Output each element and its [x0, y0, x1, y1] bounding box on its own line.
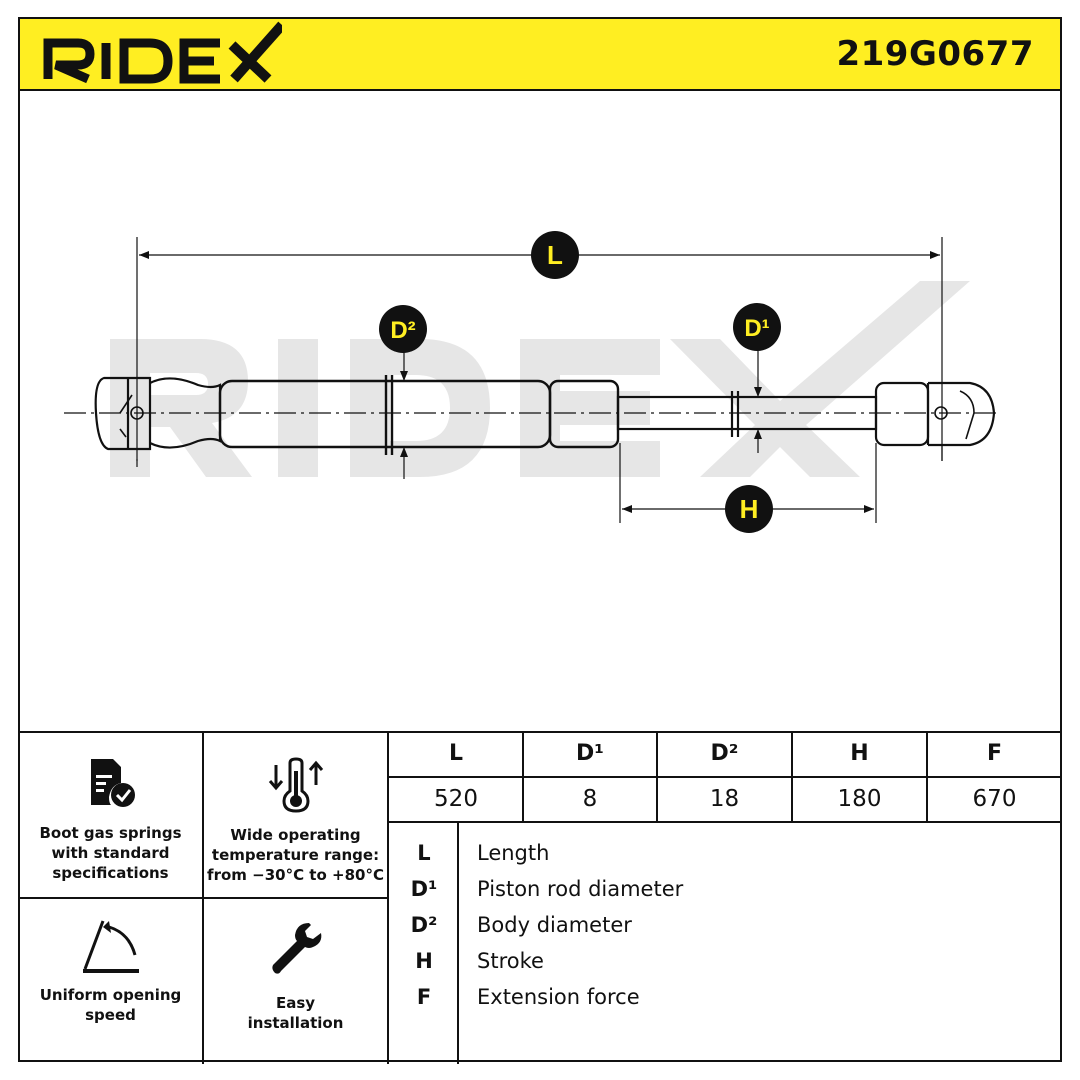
sheet-frame [18, 17, 1062, 1062]
feature-text-line: Boot gas springs [39, 824, 182, 842]
info-panel: Boot gas springs with standard specifica… [18, 731, 1062, 1064]
divider [522, 733, 524, 822]
legend-label: Stroke [477, 949, 544, 973]
legend-key: L [417, 841, 431, 865]
divider [926, 733, 928, 822]
legend-key: D¹ [410, 877, 438, 901]
legend-label: Body diameter [477, 913, 632, 937]
feature-easy-installation: Easy installation [203, 899, 388, 1064]
feature-text-line: installation [247, 1014, 344, 1032]
spec-header: D¹ [576, 741, 604, 766]
legend-key: H [415, 949, 433, 973]
document-check-icon [90, 759, 135, 807]
badge-L-label: L [547, 240, 563, 270]
divider [387, 733, 389, 1064]
gas-spring-drawing: L D² D¹ H [64, 231, 998, 533]
divider [389, 776, 1062, 778]
divider [18, 897, 388, 899]
feature-standard-specs: Boot gas springs with standard specifica… [18, 733, 203, 898]
badge-D1-label: D¹ [744, 315, 769, 342]
divider [389, 821, 1062, 823]
badge-L: L [531, 231, 579, 279]
spec-header: H [850, 741, 869, 766]
spec-value: 670 [972, 786, 1017, 812]
legend-key: F [416, 985, 432, 1009]
feature-text-line: temperature range: [211, 846, 380, 864]
spec-value: 520 [434, 786, 478, 812]
legend: L Length D¹ Piston rod diameter D² Body … [389, 823, 1062, 1064]
feature-uniform-opening: Uniform opening speed [18, 899, 203, 1064]
feature-text-line: with standard [51, 844, 170, 862]
feature-text-line: from −30°C to +80°C [207, 866, 384, 884]
part-number: 219G0677 [836, 34, 1034, 74]
wrench-icon [271, 923, 321, 974]
spec-header: F [986, 741, 1003, 766]
spec-header: D² [710, 741, 739, 766]
header-bar: 219G0677 [18, 17, 1062, 91]
badge-H: H [725, 485, 773, 533]
spec-value: 18 [709, 786, 740, 812]
spec-value: 180 [837, 786, 882, 812]
feature-text-line: speed [85, 1006, 136, 1024]
feature-text-line: Easy [275, 994, 316, 1012]
badge-D2-label: D² [390, 317, 415, 344]
spec-header: L [448, 741, 464, 766]
divider [656, 733, 658, 822]
spec-table: L D¹ D² H F 520 8 18 180 670 [389, 733, 1062, 823]
feature-text-line: Wide operating [230, 826, 361, 844]
feature-text-line: specifications [52, 864, 169, 882]
legend-label: Piston rod diameter [477, 877, 684, 901]
legend-key: D² [410, 913, 438, 937]
ridex-logo [43, 21, 282, 84]
badge-D1: D¹ [733, 303, 781, 351]
feature-text-line: Uniform opening [39, 986, 182, 1004]
badge-D2: D² [379, 305, 427, 353]
badge-H-label: H [740, 494, 759, 524]
spec-value: 8 [582, 786, 598, 812]
divider [791, 733, 793, 822]
feature-temperature-range: Wide operating temperature range: from −… [203, 733, 388, 898]
legend-label: Length [477, 841, 550, 865]
opening-angle-icon [82, 920, 139, 973]
legend-label: Extension force [477, 985, 640, 1009]
divider [457, 823, 459, 1064]
thermometer-icon [268, 757, 323, 813]
